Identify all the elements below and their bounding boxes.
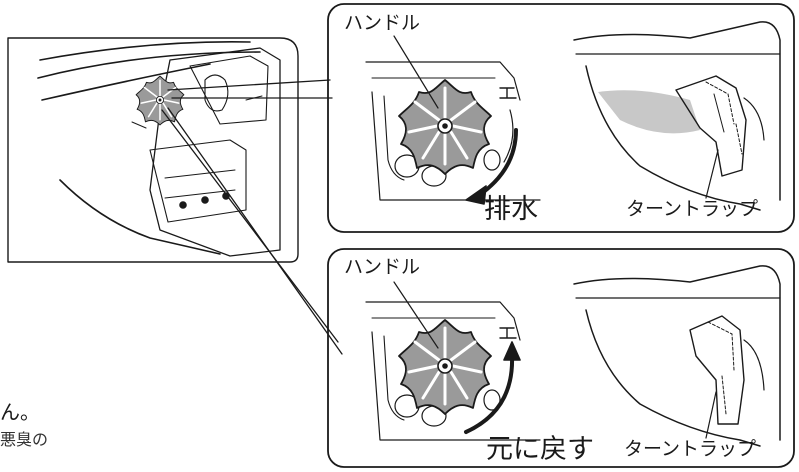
reset-action-label: 元に戻す <box>486 434 594 465</box>
small-handle-icon <box>135 75 185 126</box>
body-text-fragment-2: 悪臭の <box>0 430 49 449</box>
toilet-exterior-panel <box>7 37 299 263</box>
reset-panel <box>327 248 795 468</box>
callout-lines <box>161 79 343 355</box>
reset-handle-label: ハンドル <box>344 256 421 278</box>
drain-turn-trap-label: ターントラップ <box>626 198 759 220</box>
reset-turn-trap-label: ターントラップ <box>624 438 757 460</box>
reset-handle-icon <box>397 318 493 416</box>
drain-handle-label: ハンドル <box>344 12 421 34</box>
drain-handle-icon <box>397 78 493 176</box>
body-text-fragment-1: ん。 <box>0 400 40 424</box>
drain-action-label: 排水 <box>484 194 538 225</box>
drain-panel <box>327 3 795 233</box>
